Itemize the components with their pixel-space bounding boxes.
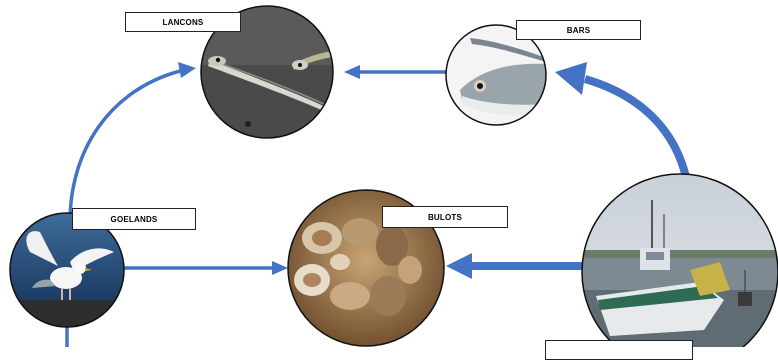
arrow-boat-to-bars: [585, 79, 688, 187]
arrow-head-lancons-right: [344, 65, 360, 79]
arrow-head-lancons: [178, 62, 196, 78]
food-web-diagram: LANCONS BARS GOELANDS BULOTS: [0, 0, 778, 347]
fishing-boat-photo: [582, 174, 778, 347]
sea-bass-photo: [446, 25, 548, 125]
label-goelands: GOELANDS: [72, 208, 196, 230]
diagram-canvas: [0, 0, 778, 347]
label-lancons: LANCONS: [125, 12, 241, 32]
arrow-head-bulots-right: [446, 253, 472, 279]
arrow-goelands-to-lancons: [70, 71, 180, 222]
label-bars: BARS: [516, 20, 641, 40]
gull-photo: [10, 213, 124, 330]
label-bulots: BULOTS: [382, 206, 508, 228]
label-boat: [545, 340, 693, 360]
arrow-head-bars: [555, 62, 587, 95]
arrow-head-bulots: [272, 261, 288, 275]
